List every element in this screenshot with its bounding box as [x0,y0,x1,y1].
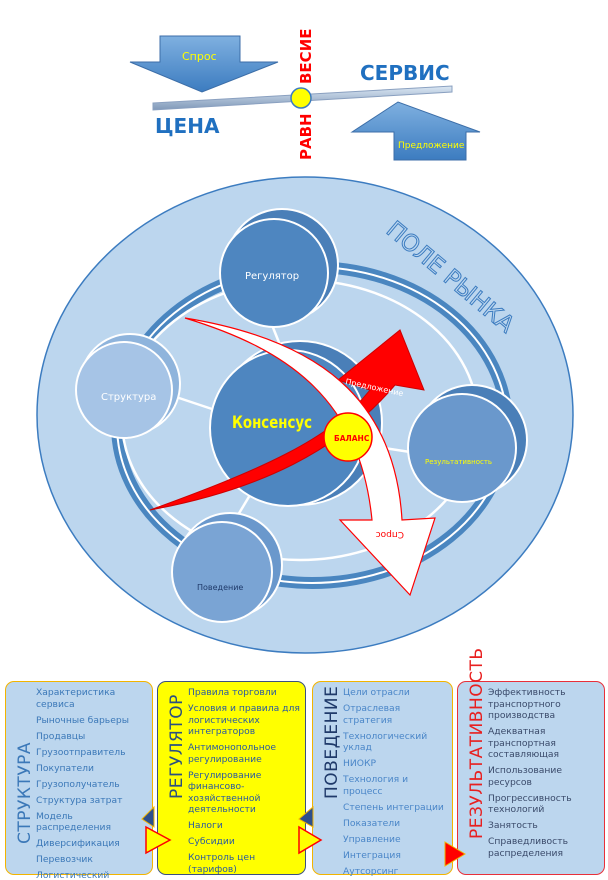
consensus-label: Консенсус [232,413,312,433]
node-performance: Результативность [407,384,528,503]
equilibrium-top: ВЕСИЕ [297,29,315,85]
list-item: Грузоотправитель [36,746,126,758]
list-item: Регулирование финансово-хозяйственной де… [188,769,262,816]
demand-curve-arrow [184,317,436,597]
equilibrium-bottom: РАВН [297,113,315,160]
balance-circle [323,412,373,462]
behavior-label: Поведение [197,583,243,592]
list-item: Технологический уклад [343,730,428,754]
triangle-icons-3 [444,841,466,867]
triangle-icons-2 [298,805,323,855]
supply-arrow: Предложение [350,101,481,161]
service-label: СЕРВИС [360,61,450,85]
box-performance: РЕЗУЛЬТАТИВНОСТЬ Эффективность транспорт… [457,647,605,875]
box-title: РЕЗУЛЬТАТИВНОСТЬ [467,647,487,839]
performance-label: Результативность [425,458,492,466]
box-title: РЕГУЛЯТОР [167,694,187,799]
pivot-circle [290,87,312,109]
list-item: Антимонопольное регулирование [188,742,276,765]
list-item: Занятость [488,820,538,831]
list-item: Отраслевая стратегия [343,703,401,726]
demand-arrow-label: Спрос [376,529,404,539]
right-triangle-icon [444,841,466,867]
node-structure: Структура [75,333,181,439]
right-triangle-icon [145,825,172,855]
list-item: Эффективность транспортного производства [488,687,566,721]
list-item: Аутсорсинг [343,865,399,877]
list-item: Характеристика сервиса [36,687,116,710]
list-item: Диверсификация [36,838,120,849]
node-behavior: Поведение [171,512,283,623]
list-item: Цели отрасли [343,687,410,698]
list-item: Справедливость распределения [488,836,569,859]
box-title: ПОВЕДЕНИЕ [322,685,342,799]
price-label: ЦЕНА [155,114,220,138]
supply-curve-arrow [149,329,425,511]
regulator-label: Регулятор [245,271,299,282]
list-item: Перевозчик [36,854,93,865]
list-item: Модель распределения [36,810,112,834]
box-structure: СТРУКТУРА Характеристика сервиса Рыночны… [5,681,153,880]
list-item: Структура затрат [36,794,123,806]
list-item: Логистический интегратор [36,870,110,880]
left-triangle-icon [298,805,314,828]
list-item: Правила торговли [188,687,277,698]
supply-label: Предложение [398,141,465,151]
left-triangle-icon [141,805,155,828]
list-item: Субсидии [188,836,235,847]
box-title: СТРУКТУРА [15,741,35,844]
node-regulator: Регулятор [219,208,339,328]
structure-label: Структура [101,392,156,403]
balance-label: БАЛАНС [334,434,370,443]
list-item: Адекватная транспортная составляющая [488,726,560,760]
box-behavior: ПОВЕДЕНИЕ Цели отрасли Отраслевая страте… [312,681,453,877]
list-item: Использование ресурсов [488,765,563,788]
diagram-canvas: Спрос ЦЕНА СЕРВИС ВЕСИЕ РАВН Предложение… [36,29,574,654]
list-item: Покупатели [36,762,95,774]
right-triangle-icon [298,825,323,855]
list-item: Продавцы [36,730,86,742]
list-item: Показатели [343,817,401,829]
demand-label: Спрос [182,50,217,63]
box-regulator: РЕГУЛЯТОР Правила торговли Условия и пра… [157,681,306,875]
demand-arrow: Спрос [129,35,279,93]
list-item: Грузополучатель [36,778,120,790]
triangle-icons-1 [141,805,172,855]
list-item: Степень интеграции [343,801,444,813]
list-item: НИОКР [343,758,377,769]
list-item: Контроль цен (тарифов) [188,852,256,875]
list-item: Условия и правила для логистических инте… [188,703,300,737]
list-item: Управление [343,833,401,845]
list-item: Технология и процесс [343,774,409,797]
list-item: Прогрессивность технологий [488,792,572,816]
list-item: Рыночные барьеры [36,714,129,726]
list-item: Налоги [188,820,223,831]
list-item: Интеграция [343,849,401,861]
